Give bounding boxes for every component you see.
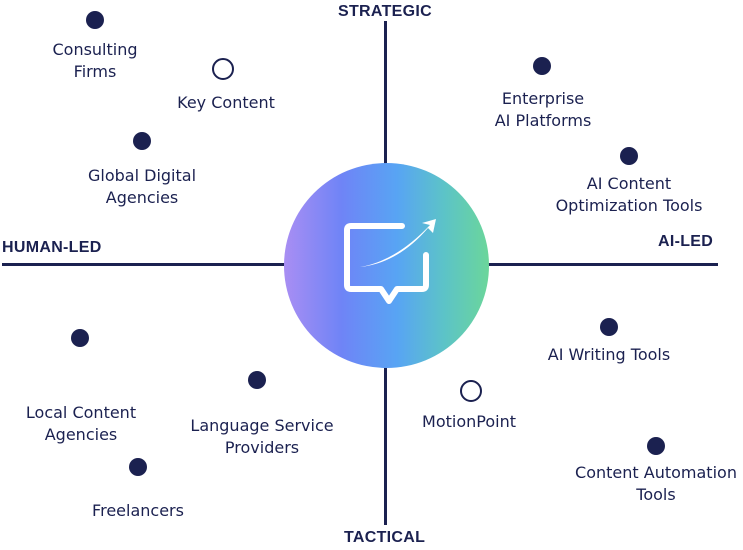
node-label-key-content: Key Content: [177, 93, 275, 112]
axis-label-strategic: STRATEGIC: [338, 3, 432, 21]
node-label-ai-writing-tools: AI Writing Tools: [547, 345, 671, 364]
node-label-motionpoint: MotionPoint: [422, 412, 516, 431]
node-marker-freelancers: [129, 458, 147, 476]
node-marker-local-content-agencies: [71, 329, 89, 347]
node-marker-key-content: [212, 58, 234, 80]
axis-label-tactical: TACTICAL: [344, 529, 426, 547]
node-marker-ai-writing-tools: [600, 318, 618, 336]
node-marker-language-service-providers: [248, 371, 266, 389]
chat-bubble-growth-arrow-icon: [344, 219, 436, 304]
node-marker-enterprise-ai-platforms: [533, 57, 551, 75]
node-marker-ai-content-optimization-tools: [620, 147, 638, 165]
axis-label-human-led: HUMAN-LED: [2, 239, 102, 256]
node-marker-global-digital-agencies: [133, 132, 151, 150]
node-label-freelancers: Freelancers: [92, 501, 184, 520]
node-marker-motionpoint: [460, 380, 482, 402]
node-marker-content-automation-tools: [647, 437, 665, 455]
node-marker-consulting-firms: [86, 11, 104, 29]
center-hub: [284, 163, 489, 368]
axis-label-ai-led: AI-LED: [658, 233, 714, 250]
